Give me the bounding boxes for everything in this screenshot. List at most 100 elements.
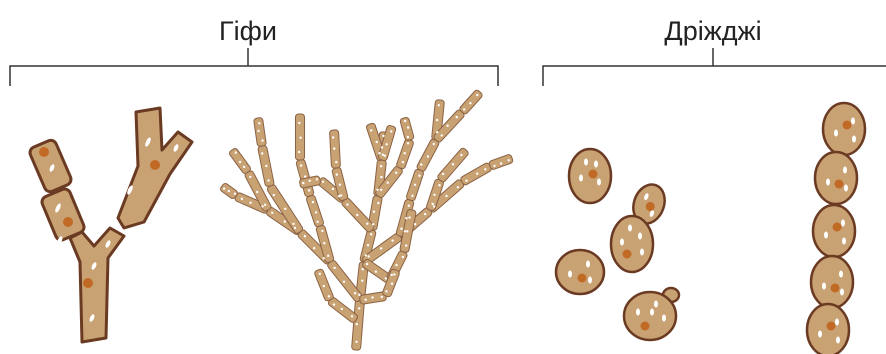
vacuole [414, 184, 416, 186]
vacuole [341, 308, 343, 310]
vacuole [335, 161, 337, 163]
vacuole [343, 281, 345, 283]
hypha-cell [28, 138, 73, 193]
hypha-cell [70, 228, 124, 342]
vacuole [361, 280, 363, 282]
vacuole [654, 301, 658, 308]
vacuole [433, 194, 435, 196]
vacuole [835, 319, 839, 326]
vacuole [408, 216, 410, 218]
vacuole [323, 257, 325, 259]
vacuole [319, 273, 321, 275]
yeast-cell-body [813, 205, 855, 257]
vacuole [271, 212, 273, 214]
yeast-budding [556, 149, 679, 340]
vacuole [852, 136, 856, 143]
vacuole [460, 154, 462, 156]
yeast-chain-cell [807, 304, 849, 354]
vacuole [380, 189, 382, 191]
vacuole [452, 163, 454, 165]
nucleus [63, 217, 73, 227]
vacuole [346, 203, 348, 205]
vacuole [390, 130, 392, 132]
vacuole [408, 205, 410, 207]
vacuole [391, 274, 393, 276]
nucleus [39, 147, 49, 157]
vacuole [650, 309, 654, 316]
vacuole [354, 292, 356, 294]
vacuole [316, 221, 318, 223]
vacuole [402, 161, 404, 163]
vacuole [620, 239, 624, 246]
vacuole [469, 102, 471, 104]
vacuole [362, 268, 364, 270]
vacuole [500, 162, 502, 164]
vacuole [433, 205, 435, 207]
yeast-cell-body [811, 256, 853, 308]
vacuole [662, 315, 666, 322]
vacuole [327, 255, 329, 257]
yeast-chain [807, 103, 865, 354]
vacuole [628, 225, 632, 232]
vacuole [241, 198, 243, 200]
nucleus [827, 322, 836, 331]
vacuole [493, 165, 495, 167]
vacuole [385, 143, 387, 145]
vacuole [321, 230, 323, 232]
vacuole [308, 189, 310, 191]
vacuole [223, 188, 225, 190]
vacuole [826, 179, 830, 186]
vacuole [839, 271, 843, 278]
vacuole [843, 167, 847, 174]
vacuole [339, 184, 341, 186]
vacuole [420, 163, 422, 165]
vacuole [235, 151, 237, 153]
nucleus [835, 180, 844, 189]
vacuole [249, 176, 251, 178]
vacuole [234, 193, 236, 195]
vacuole [381, 146, 383, 148]
vacuole [418, 175, 420, 177]
vacuole [405, 217, 407, 219]
vacuole [407, 142, 409, 144]
vacuole [404, 120, 406, 122]
vacuole [309, 180, 311, 182]
vacuole [316, 178, 318, 180]
vacuole [640, 249, 644, 256]
vacuole [436, 119, 438, 121]
vacuole [328, 295, 330, 297]
vacuole [356, 323, 358, 325]
hypha-segment [306, 195, 325, 228]
vacuole [265, 165, 267, 167]
nucleus [578, 274, 587, 283]
yeast-cell-body [556, 250, 604, 294]
vacuole [463, 108, 465, 110]
vacuole [405, 244, 407, 246]
vacuole [433, 143, 435, 145]
vacuole [257, 130, 259, 132]
hypha-segment [254, 117, 267, 146]
vacuole [351, 315, 353, 317]
nucleus [83, 278, 93, 288]
vacuole [340, 194, 342, 196]
vacuole [284, 208, 286, 210]
vacuole [302, 182, 304, 184]
vacuole [312, 201, 314, 203]
vacuole [323, 242, 325, 244]
hypha-segment [460, 162, 492, 186]
vacuole [476, 94, 478, 96]
vacuole [445, 195, 447, 197]
vacuole [365, 299, 367, 301]
vacuole [258, 122, 260, 124]
nucleus [150, 160, 160, 170]
vacuole [818, 331, 822, 338]
vacuole [333, 303, 335, 305]
vacuole [332, 188, 334, 190]
vacuole [273, 194, 275, 196]
yeast-cell-body [815, 152, 857, 204]
yeast-cell [611, 216, 653, 272]
vacuole [368, 255, 370, 257]
vacuole [380, 165, 382, 167]
vacuole [261, 152, 263, 154]
vacuole [332, 136, 334, 138]
